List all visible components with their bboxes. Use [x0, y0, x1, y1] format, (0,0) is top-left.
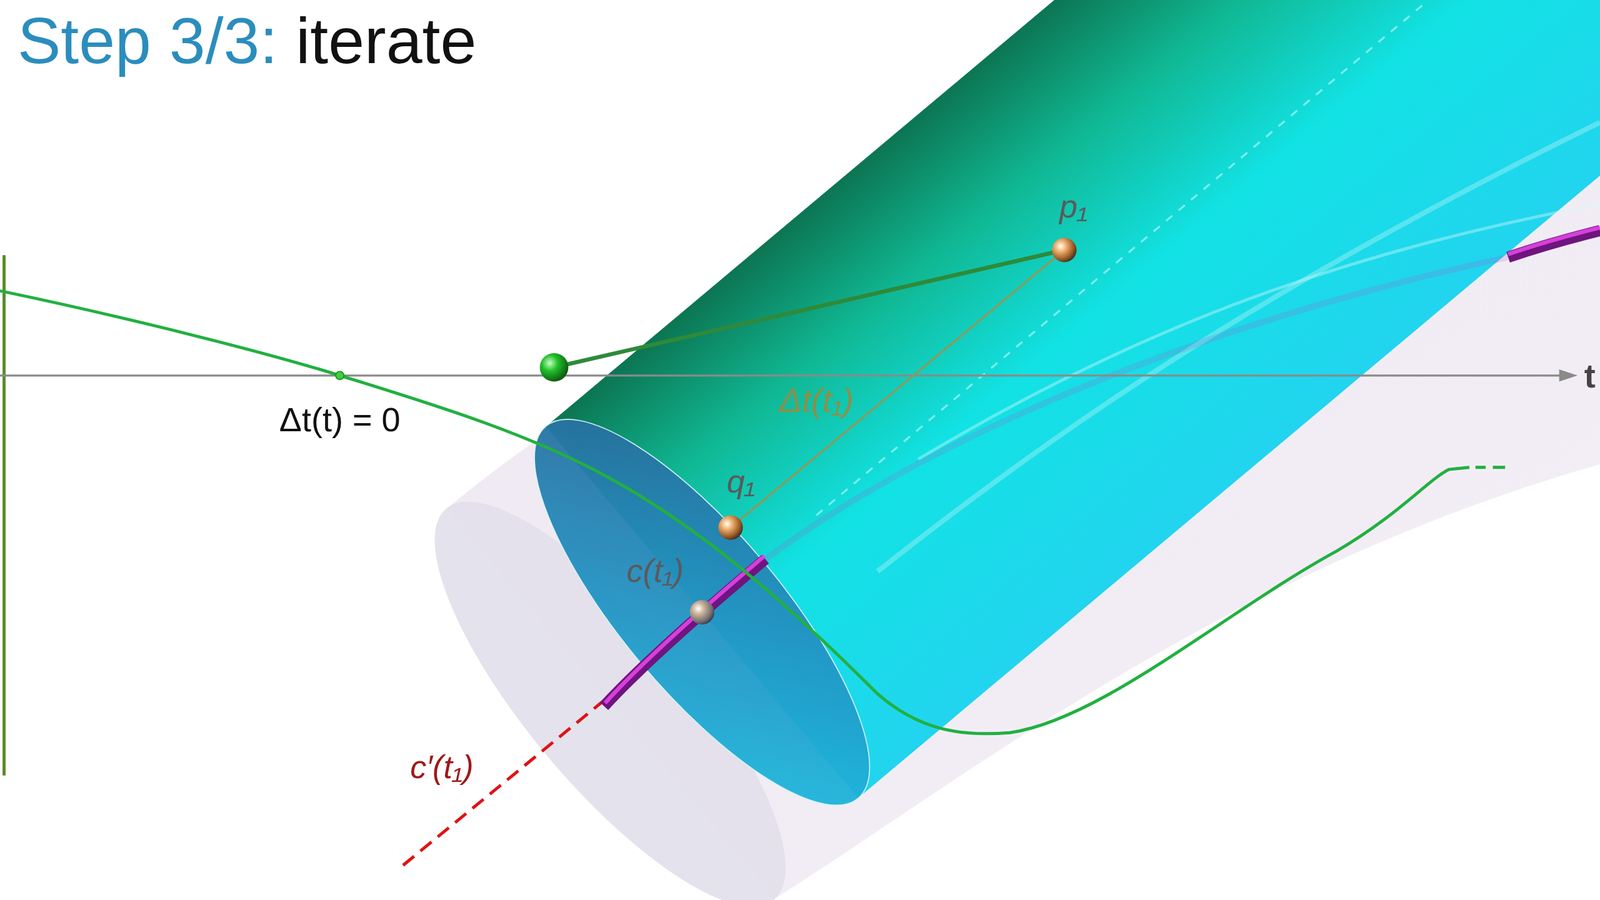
- t-axis: [0, 374, 1564, 377]
- t-point: [540, 353, 569, 382]
- cylinder-cap: [485, 375, 920, 850]
- point-label: q₁: [726, 463, 755, 501]
- point-c: [690, 600, 715, 625]
- distance-label: Δt(t₁): [778, 380, 854, 420]
- curve-c: [1508, 230, 1600, 257]
- axis-arrow: [1559, 369, 1578, 382]
- point-q1: [718, 515, 743, 540]
- delta-segment: [730, 250, 1065, 528]
- delta-curve-dash: [1475, 465, 1505, 469]
- point-label: c(t₁): [626, 552, 684, 590]
- axis-label: t: [1584, 356, 1596, 395]
- root-label: Δt(t) = 0: [279, 400, 401, 439]
- interior-line: [816, 0, 1429, 515]
- vertical-axis: [2, 255, 6, 776]
- slide-title: Step 3/3: iterate: [17, 3, 477, 79]
- curve-c-hidden: [765, 256, 1509, 559]
- projection-line: [554, 250, 1065, 368]
- delta-curve: [0, 290, 1470, 734]
- curve-c-highlight: [1508, 227, 1600, 254]
- interior-line: [877, 122, 1600, 572]
- tangent-label: c′(t₁): [410, 748, 474, 787]
- tangent-line: [403, 701, 602, 865]
- zero-dot: [335, 371, 344, 380]
- interior-line: [918, 204, 1600, 460]
- point-p1: [1051, 237, 1077, 262]
- point-label: p₁: [1059, 188, 1088, 227]
